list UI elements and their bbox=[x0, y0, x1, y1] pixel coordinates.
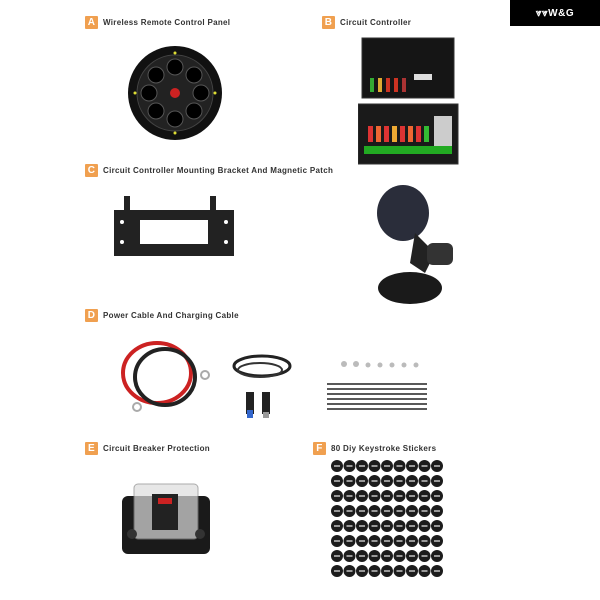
sticker-glyph bbox=[334, 555, 340, 557]
sticker-glyph bbox=[346, 510, 353, 512]
sticker-glyph bbox=[346, 465, 353, 467]
sticker-glyph bbox=[434, 540, 440, 542]
sticker-glyph bbox=[434, 495, 440, 497]
sticker-glyph bbox=[409, 495, 415, 497]
sticker-glyph bbox=[346, 480, 353, 482]
sticker-glyph bbox=[359, 480, 365, 482]
sticker-glyph bbox=[409, 510, 415, 512]
sticker-glyph bbox=[396, 495, 403, 497]
magnetic-mount-image bbox=[377, 185, 453, 304]
sticker-glyph bbox=[334, 495, 340, 497]
sticker-glyph bbox=[384, 555, 390, 557]
sticker-glyph bbox=[434, 510, 440, 512]
sticker-glyph bbox=[334, 465, 340, 467]
sticker-glyph bbox=[421, 465, 428, 467]
sticker-glyph bbox=[334, 525, 340, 527]
sticker-glyph bbox=[409, 540, 415, 542]
sticker-glyph bbox=[396, 570, 403, 572]
sticker-glyph bbox=[409, 465, 415, 467]
circuit-controller-image bbox=[358, 37, 459, 165]
sticker-glyph bbox=[434, 570, 440, 572]
sticker-glyph bbox=[334, 480, 340, 482]
power-cable-image bbox=[121, 341, 210, 412]
sticker-glyph bbox=[334, 540, 340, 542]
sticker-glyph bbox=[371, 495, 378, 497]
sticker-glyph bbox=[434, 525, 440, 527]
sticker-glyph bbox=[384, 525, 390, 527]
sticker-glyph bbox=[409, 555, 415, 557]
sticker-glyph bbox=[346, 525, 353, 527]
sticker-glyph bbox=[384, 510, 390, 512]
sticker-glyph bbox=[409, 480, 415, 482]
sticker-glyph bbox=[346, 555, 353, 557]
sticker-glyph bbox=[396, 510, 403, 512]
sticker-glyph bbox=[384, 540, 390, 542]
sticker-glyph bbox=[421, 570, 428, 572]
sticker-glyph bbox=[396, 480, 403, 482]
sticker-glyph bbox=[371, 570, 378, 572]
remote-panel-image bbox=[128, 46, 222, 140]
mounting-bracket-image bbox=[114, 196, 234, 256]
sticker-glyph bbox=[409, 570, 415, 572]
sticker-glyph bbox=[346, 570, 353, 572]
sticker-glyph bbox=[359, 570, 365, 572]
sticker-glyph bbox=[371, 480, 378, 482]
sticker-glyph bbox=[409, 525, 415, 527]
charging-cable-image bbox=[232, 354, 292, 418]
sticker-glyph bbox=[346, 495, 353, 497]
sticker-glyph bbox=[384, 465, 390, 467]
sticker-glyph bbox=[334, 570, 340, 572]
sticker-glyph bbox=[371, 525, 378, 527]
sticker-glyph bbox=[421, 540, 428, 542]
sticker-glyph bbox=[396, 555, 403, 557]
circuit-breaker-image bbox=[122, 483, 210, 554]
sticker-glyph bbox=[421, 525, 428, 527]
sticker-glyph bbox=[359, 540, 365, 542]
sticker-glyph bbox=[371, 555, 378, 557]
sticker-glyph bbox=[396, 540, 403, 542]
sticker-glyph bbox=[421, 480, 428, 482]
sticker-glyph bbox=[359, 555, 365, 557]
sticker-glyph bbox=[434, 465, 440, 467]
screws-and-ties-image bbox=[327, 361, 427, 410]
sticker-glyph bbox=[371, 510, 378, 512]
sticker-glyph bbox=[371, 465, 378, 467]
sticker-glyph bbox=[421, 555, 428, 557]
sticker-glyph bbox=[359, 495, 365, 497]
sticker-glyph bbox=[359, 510, 365, 512]
brand-logo: ⩔⩔ W&G bbox=[510, 0, 600, 26]
wing-logo-icon: ⩔⩔ bbox=[535, 7, 549, 19]
sticker-glyph bbox=[384, 480, 390, 482]
sticker-glyph bbox=[396, 525, 403, 527]
sticker-glyph bbox=[334, 510, 340, 512]
sticker-glyph bbox=[346, 540, 353, 542]
sticker-glyph bbox=[434, 555, 440, 557]
sticker-glyph bbox=[371, 540, 378, 542]
keystroke-stickers-image bbox=[331, 460, 443, 577]
sticker-glyph bbox=[421, 510, 428, 512]
sticker-glyph bbox=[384, 570, 390, 572]
sticker-glyph bbox=[359, 525, 365, 527]
sticker-glyph bbox=[359, 465, 365, 467]
sticker-glyph bbox=[384, 495, 390, 497]
sticker-glyph bbox=[421, 495, 428, 497]
sticker-glyph bbox=[434, 480, 440, 482]
sticker-glyph bbox=[396, 465, 403, 467]
